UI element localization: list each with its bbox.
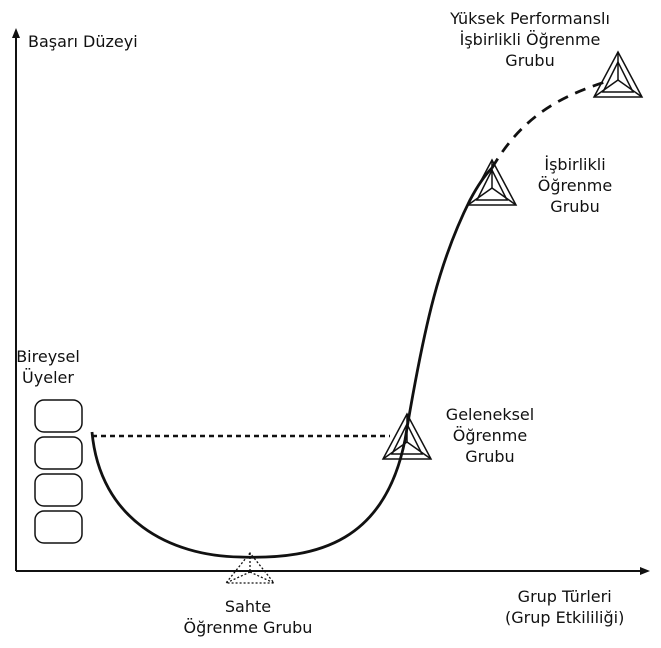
traditional-label-line-1: Geleneksel [445, 405, 535, 424]
traditional-group-label: Geleneksel Öğrenme Grubu [446, 404, 534, 467]
individual-label-line-2: Üyeler [22, 368, 74, 387]
member-box-1 [34, 399, 83, 433]
cooperative-label-line-3: Grubu [550, 197, 600, 216]
high-performance-label-line-3: Grubu [505, 51, 555, 70]
traditional-label-line-3: Grubu [465, 447, 515, 466]
cooperative-label-line-2: Öğrenme [537, 176, 613, 195]
individual-label-line-1: Bireysel [16, 347, 80, 366]
x-axis-label: Grup Türleri (Grup Etkililiği) [505, 586, 624, 628]
cooperative-label-line-1: İşbirlikli [544, 155, 606, 174]
member-box-4 [34, 510, 83, 544]
y-axis-arrow [12, 28, 20, 38]
high-performance-label-line-2: İşbirlikli Öğrenme [459, 30, 601, 49]
individual-members-label: Bireysel Üyeler [16, 346, 80, 388]
high-performance-group-icon [592, 50, 644, 98]
pseudo-label-line-1: Sahte [224, 597, 272, 616]
high-performance-label-line-1: Yüksek Performanslı [450, 9, 610, 28]
x-axis-label-line-2: (Grup Etkililiği) [505, 608, 625, 627]
member-box-2 [34, 436, 83, 470]
pseudo-group-label: Sahte Öğrenme Grubu [184, 596, 313, 638]
pseudo-group-icon [224, 551, 276, 584]
pseudo-label-line-2: Öğrenme Grubu [183, 618, 313, 637]
cooperative-group-icon [466, 158, 518, 206]
x-axis-arrow [640, 567, 650, 575]
traditional-label-line-2: Öğrenme [452, 426, 528, 445]
high-performance-group-label: Yüksek Performanslı İşbirlikli Öğrenme G… [450, 8, 610, 71]
member-box-3 [34, 473, 83, 507]
traditional-group-icon [381, 412, 433, 460]
y-axis-label: Başarı Düzeyi [28, 32, 138, 51]
performance-curve [90, 167, 493, 559]
cooperative-group-label: İşbirlikli Öğrenme Grubu [538, 154, 612, 217]
x-axis-label-line-1: Grup Türleri [517, 587, 612, 606]
